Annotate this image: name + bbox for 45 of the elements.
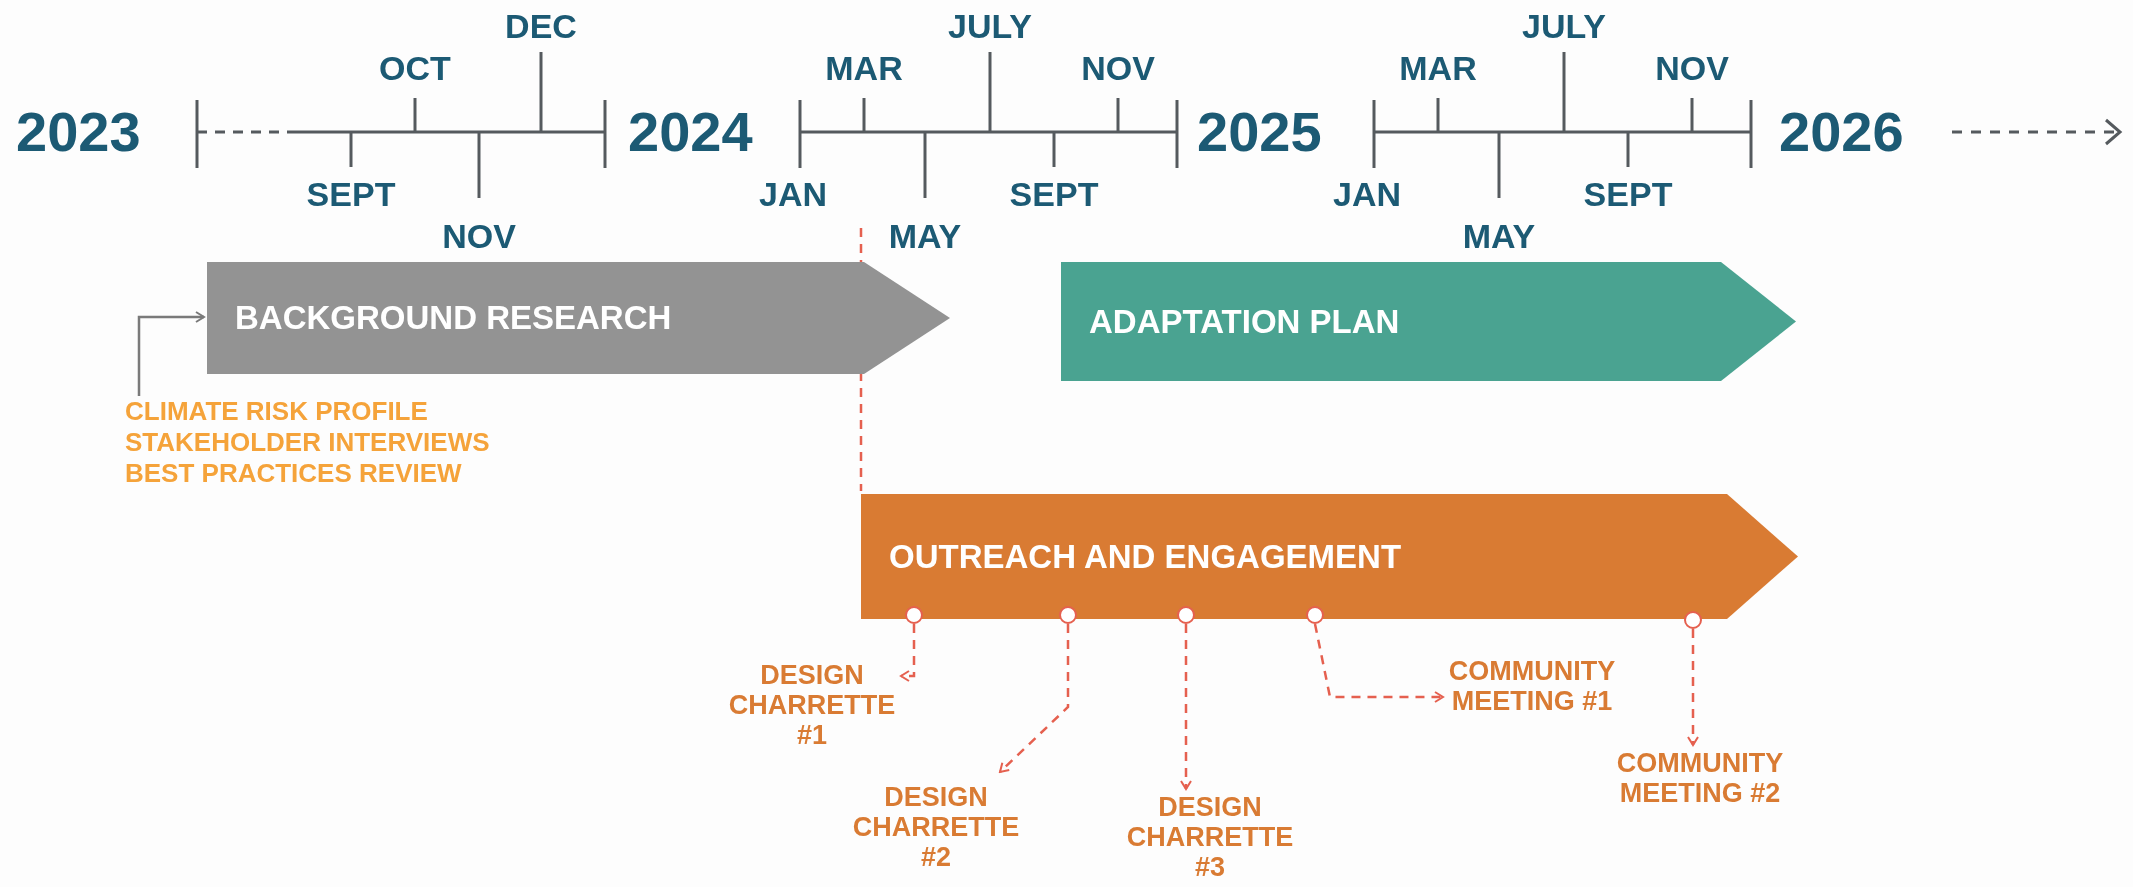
phase-label: ADAPTATION PLAN [1089,302,1400,341]
connector-arrow [1687,629,1699,746]
month-label: MAR [1399,48,1477,88]
milestone-marker [1306,606,1324,624]
month-label: DEC [505,6,577,46]
month-label: OCT [379,48,451,88]
milestone-marker [1177,606,1195,624]
month-label: JULY [1522,6,1606,46]
month-label: NOV [1655,48,1729,88]
connector-arrow [137,311,205,396]
milestone-label: DESIGN CHARRETTE #3 [1124,792,1296,882]
milestone-marker [1059,606,1077,624]
month-label: JULY [948,6,1032,46]
month-label: NOV [442,216,516,256]
milestone-label: DESIGN CHARRETTE #1 [726,660,898,750]
month-label: SEPT [1583,174,1673,214]
milestone-marker [905,606,923,624]
task-item: STAKEHOLDER INTERVIEWS [125,427,490,458]
year-label: 2024 [628,102,753,162]
phase-arrow-bar [1061,262,1796,381]
month-label: MAY [888,216,962,256]
month-label: MAR [825,48,903,88]
year-label: 2025 [1197,102,1322,162]
milestone-label: DESIGN CHARRETTE #2 [850,782,1022,872]
year-label: 2026 [1779,102,1904,162]
phase-label: OUTREACH AND ENGAGEMENT [889,537,1402,576]
phase-arrow-bar [861,494,1798,619]
phase-arrow-bar [207,262,950,374]
connector-arrow [900,624,916,682]
month-label: JAN [759,174,827,214]
task-item: BEST PRACTICES REVIEW [125,458,463,489]
month-label: SEPT [1009,174,1099,214]
month-label: JAN [1333,174,1401,214]
task-item: CLIMATE RISK PROFILE [125,396,429,427]
month-label: SEPT [306,174,396,214]
year-label: 2023 [16,102,141,162]
connector-arrow [999,624,1070,773]
milestone-label: COMMUNITY MEETING #1 [1446,656,1618,716]
milestone-label: COMMUNITY MEETING #2 [1614,748,1786,808]
connector-arrow [1180,624,1192,790]
milestone-marker [1684,611,1702,629]
phase-label: BACKGROUND RESEARCH [235,299,672,337]
month-label: NOV [1081,48,1155,88]
connector-arrow [1313,623,1444,703]
month-label: MAY [1462,216,1536,256]
